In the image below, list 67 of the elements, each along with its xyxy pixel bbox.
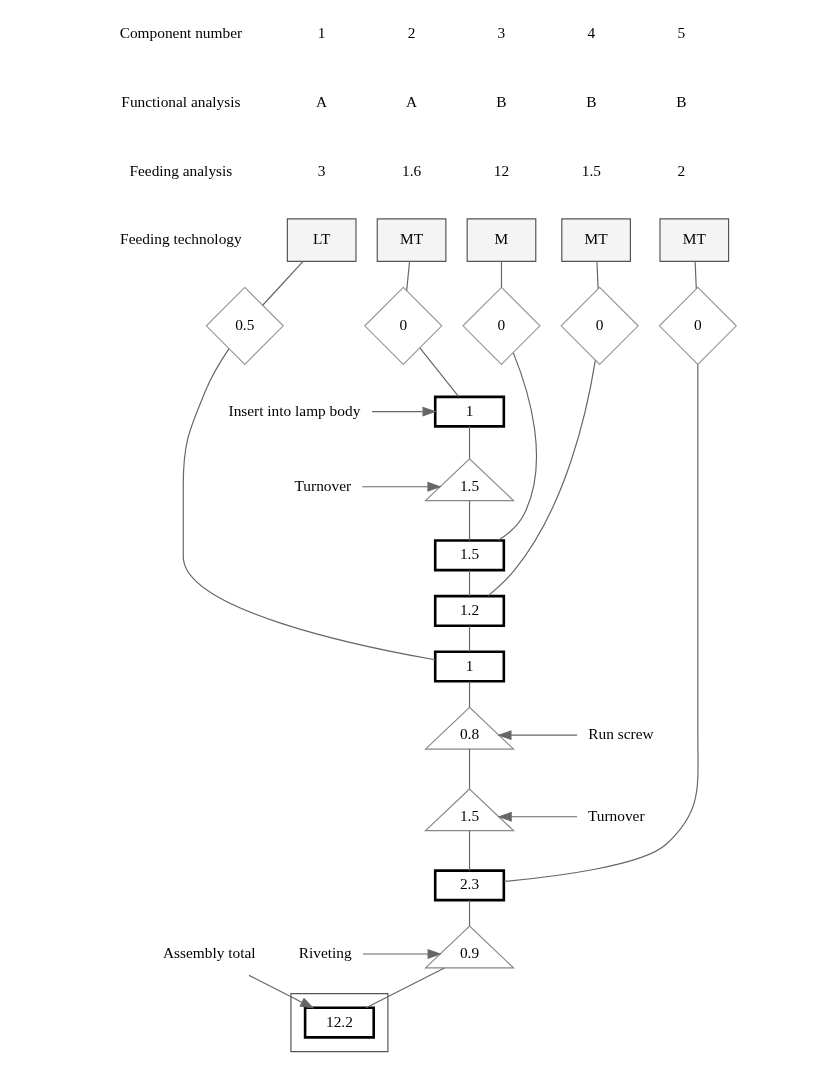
label: Functional analysis bbox=[120, 92, 240, 110]
node-box: 2.3 bbox=[433, 869, 505, 902]
connector bbox=[182, 348, 436, 661]
label: B bbox=[585, 92, 596, 110]
node-text: Insert into lamp body bbox=[228, 401, 360, 419]
node-box: 1.5 bbox=[433, 539, 505, 572]
connector bbox=[486, 359, 596, 597]
label: B bbox=[675, 92, 686, 110]
connector bbox=[595, 260, 599, 290]
connector bbox=[468, 899, 470, 927]
label: Feeding technology bbox=[119, 230, 242, 248]
connector bbox=[468, 500, 470, 542]
connector bbox=[503, 363, 699, 883]
label: 12 bbox=[493, 161, 509, 179]
label: 1 bbox=[317, 24, 326, 42]
node-box: MT bbox=[658, 218, 729, 262]
cluster bbox=[289, 993, 388, 1053]
node-text: Assembly total bbox=[162, 943, 256, 961]
node-box: MT bbox=[376, 218, 446, 262]
label: A bbox=[405, 92, 417, 110]
connector bbox=[418, 347, 459, 398]
connector bbox=[365, 967, 445, 1009]
node-text: Turnover bbox=[587, 806, 645, 824]
node-diamond: 0 bbox=[461, 286, 541, 366]
node-text: Turnover bbox=[294, 476, 351, 494]
connector bbox=[468, 625, 470, 653]
node-box: 1.2 bbox=[433, 594, 505, 627]
arrow bbox=[361, 949, 442, 959]
label: 1.5 bbox=[581, 161, 601, 179]
arrow bbox=[496, 730, 578, 741]
node-diamond: 0 bbox=[363, 286, 443, 366]
node-box: 12.2 bbox=[303, 1006, 375, 1039]
connector bbox=[261, 260, 304, 306]
connector bbox=[405, 260, 410, 292]
node-text: Run screw bbox=[587, 725, 654, 743]
connector bbox=[694, 260, 697, 290]
node-box: 1 bbox=[433, 650, 505, 683]
node-text: Riveting bbox=[298, 943, 352, 961]
label: Feeding analysis bbox=[128, 161, 232, 179]
label: 3 bbox=[317, 161, 326, 179]
node-diamond: 0.5 bbox=[205, 286, 284, 366]
arrow bbox=[497, 811, 578, 822]
label: 5 bbox=[676, 24, 685, 42]
node-diamond: 0 bbox=[658, 286, 737, 366]
label: 3 bbox=[497, 24, 505, 42]
node-box: M bbox=[466, 218, 536, 262]
label: Component number bbox=[119, 24, 242, 42]
connector bbox=[468, 569, 470, 597]
label: A bbox=[315, 92, 327, 110]
label: B bbox=[495, 92, 507, 110]
label: 2 bbox=[676, 161, 685, 179]
arrow bbox=[361, 481, 442, 492]
node-diamond: 0 bbox=[559, 286, 639, 366]
node-box: LT bbox=[286, 218, 357, 262]
label: 1.6 bbox=[401, 161, 421, 179]
label: 2 bbox=[407, 24, 415, 42]
node-box: 1 bbox=[433, 395, 505, 428]
connector bbox=[497, 352, 537, 541]
connector bbox=[468, 748, 470, 790]
connector bbox=[468, 425, 470, 460]
connector bbox=[468, 830, 470, 872]
connector bbox=[500, 260, 502, 288]
label: 4 bbox=[587, 24, 595, 42]
connector bbox=[468, 680, 470, 708]
arrow bbox=[247, 974, 314, 1009]
arrow bbox=[371, 406, 437, 417]
node-box: MT bbox=[560, 218, 631, 262]
